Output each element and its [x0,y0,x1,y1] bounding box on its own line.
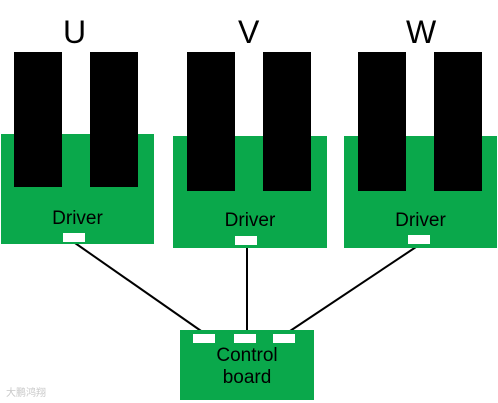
phase-label-v: V [238,14,260,50]
driver-v: Driver [173,52,327,248]
control-pad-u [193,334,215,343]
driver-label-w: Driver [395,210,446,231]
transistor-bar-w-right [434,52,482,191]
phase-label-u: U [63,14,87,50]
control-pad-v [234,334,256,343]
control-board-label: Control board [180,345,314,389]
transistor-bar-u-right [90,52,138,187]
driver-w: Driver [344,52,497,248]
driver-pad-w [408,235,430,244]
control-board: Control board [180,330,314,400]
transistor-bar-v-right [263,52,311,191]
phase-label-w: W [406,14,437,50]
driver-pad-v [235,236,257,245]
wire-u [74,242,205,334]
wire-w [286,244,420,334]
watermark: 大鹏鸿翔 [6,388,46,399]
driver-label-u: Driver [52,208,103,229]
transistor-bar-v-left [187,52,235,191]
control-pad-w [273,334,295,343]
driver-u: Driver [1,52,154,244]
driver-label-v: Driver [224,210,276,231]
control-board-label-line1: Control [216,345,278,366]
transistor-bar-w-left [358,52,406,191]
driver-pad-u [63,233,85,242]
transistor-bar-u-left [14,52,62,187]
control-board-label-line2: board [222,367,272,388]
